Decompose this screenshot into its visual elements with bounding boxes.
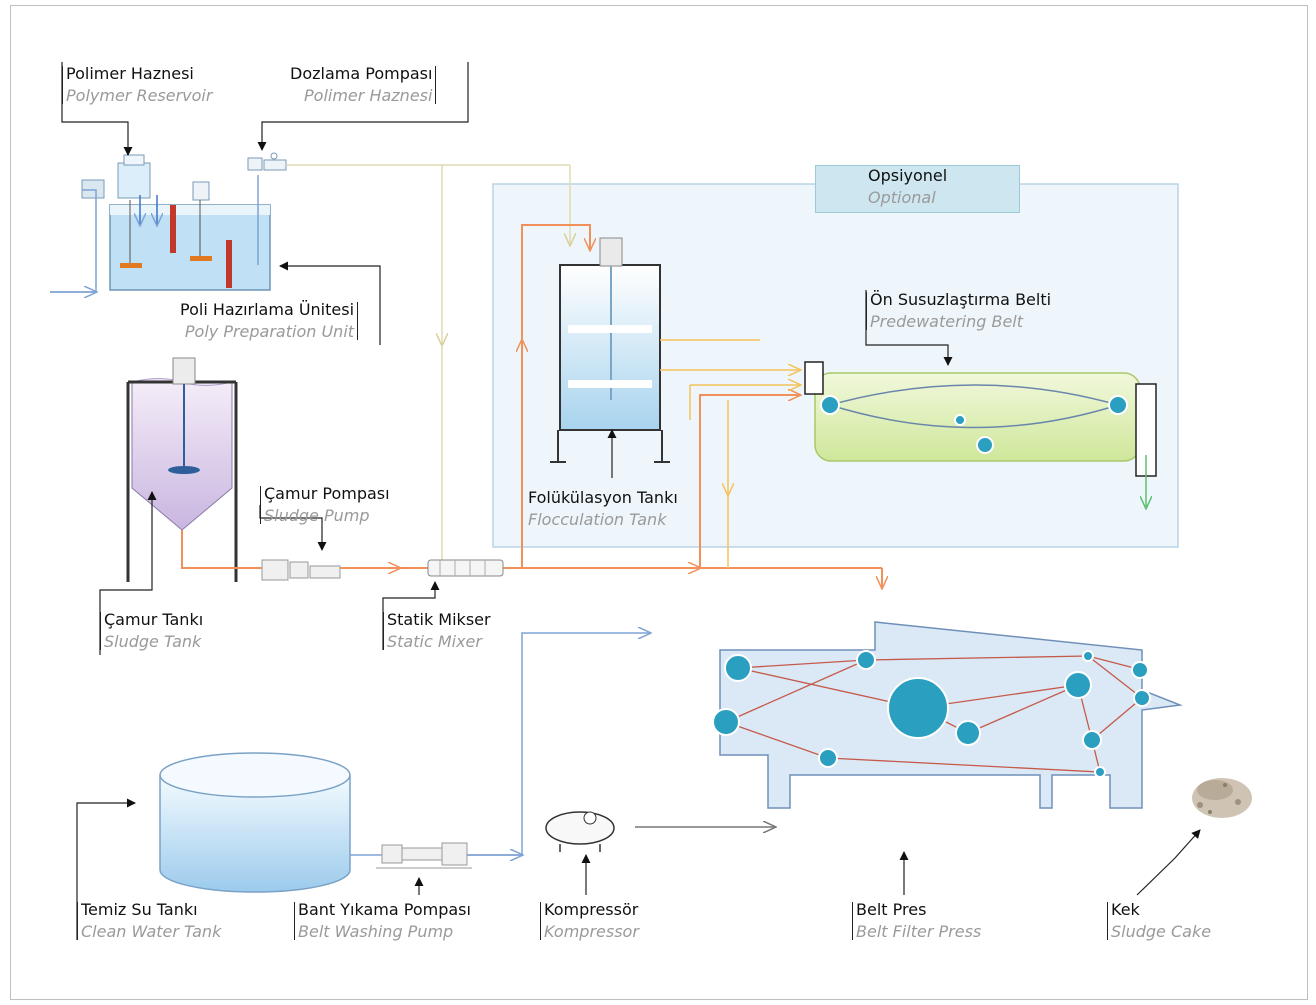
belt-press-tr: Belt Pres [856,900,927,919]
label-cake: Kek Sludge Cake [1107,902,1211,940]
label-polymer-reservoir: Polimer Haznesi Polymer Reservoir [62,66,212,104]
sludge-line [181,224,882,588]
dosing-pump-tr: Dozlama Pompası [290,64,433,83]
belt-press-en: Belt Filter Press [856,922,982,941]
flocculation-tank-tr: Folükülasyon Tankı [528,488,678,507]
polymer-reservoir-en: Polymer Reservoir [66,86,213,105]
polymer-reservoir-tr: Polimer Haznesi [66,64,194,83]
sludge-tank-en: Sludge Tank [104,632,202,651]
poly-preparation-unit [50,154,271,292]
belt-press [712,621,1183,809]
polymer-line [286,164,570,565]
cake-en: Sludge Cake [1111,922,1212,941]
label-clean-water-tank: Temiz Su Tankı Clean Water Tank [77,902,221,940]
compressor-en: Kompressor [544,922,639,941]
optional-label-box [815,165,1020,213]
sludge-tank [126,357,238,582]
flocculation-tank [550,237,670,463]
optional-tr: Opsiyonel [868,166,948,185]
label-sludge-pump: Çamur Pompası Sludge Pump [260,486,390,524]
label-belt-washing-pump: Bant Yıkama Pompası Belt Washing Pump [294,902,471,940]
predewatering-belt [804,361,1157,508]
flocculated-line [660,339,800,568]
clean-water-tank-en: Clean Water Tank [81,922,222,941]
cake-tr: Kek [1111,900,1140,919]
dosing-pump-en: Polimer Haznesi [304,86,433,105]
water-line [350,633,650,855]
label-static-mixer: Statik Mikser Static Mixer [383,612,491,650]
compressor [545,811,615,852]
sludge-tank-tr: Çamur Tankı [104,610,204,629]
predewatering-belt-en: Predewatering Belt [870,312,1024,331]
dosing-pump [247,152,287,171]
poly-prep-unit-en: Poly Preparation Unit [184,322,355,341]
label-belt-press: Belt Pres Belt Filter Press [852,902,981,940]
label-optional: Opsiyonel Optional [868,168,947,206]
label-sludge-tank: Çamur Tankı Sludge Tank [100,612,203,650]
label-poly-prep-unit: Poli Hazırlama Ünitesi Poly Preparation … [180,300,359,341]
label-flocculation-tank: Folükülasyon Tankı Flocculation Tank [528,490,678,528]
static-mixer-en: Static Mixer [387,632,482,651]
belt-washing-pump [376,842,472,869]
sludge-pump-en: Sludge Pump [264,506,370,525]
static-mixer-tr: Statik Mikser [387,610,491,629]
sludge-pump [261,559,341,581]
static-mixer [427,559,504,577]
flocculation-tank-en: Flocculation Tank [528,510,667,529]
predewatering-belt-tr: Ön Susuzlaştırma Belti [870,290,1052,309]
sludge-cake [1192,778,1252,818]
sludge-pump-tr: Çamur Pompası [264,484,390,503]
belt-washing-pump-tr: Bant Yıkama Pompası [298,900,471,919]
clean-water-tank-tr: Temiz Su Tankı [81,900,198,919]
label-predewatering-belt: Ön Susuzlaştırma Belti Predewatering Bel… [866,292,1051,330]
optional-en: Optional [868,188,936,207]
label-compressor: Kompressör Kompressor [540,902,639,940]
clean-water-tank [159,752,351,893]
diagram-frame [10,5,1308,1000]
compressor-tr: Kompressör [544,900,639,919]
poly-prep-unit-tr: Poli Hazırlama Ünitesi [180,300,355,319]
label-dosing-pump: Dozlama Pompası Polimer Haznesi [290,64,437,105]
belt-washing-pump-en: Belt Washing Pump [298,922,454,941]
